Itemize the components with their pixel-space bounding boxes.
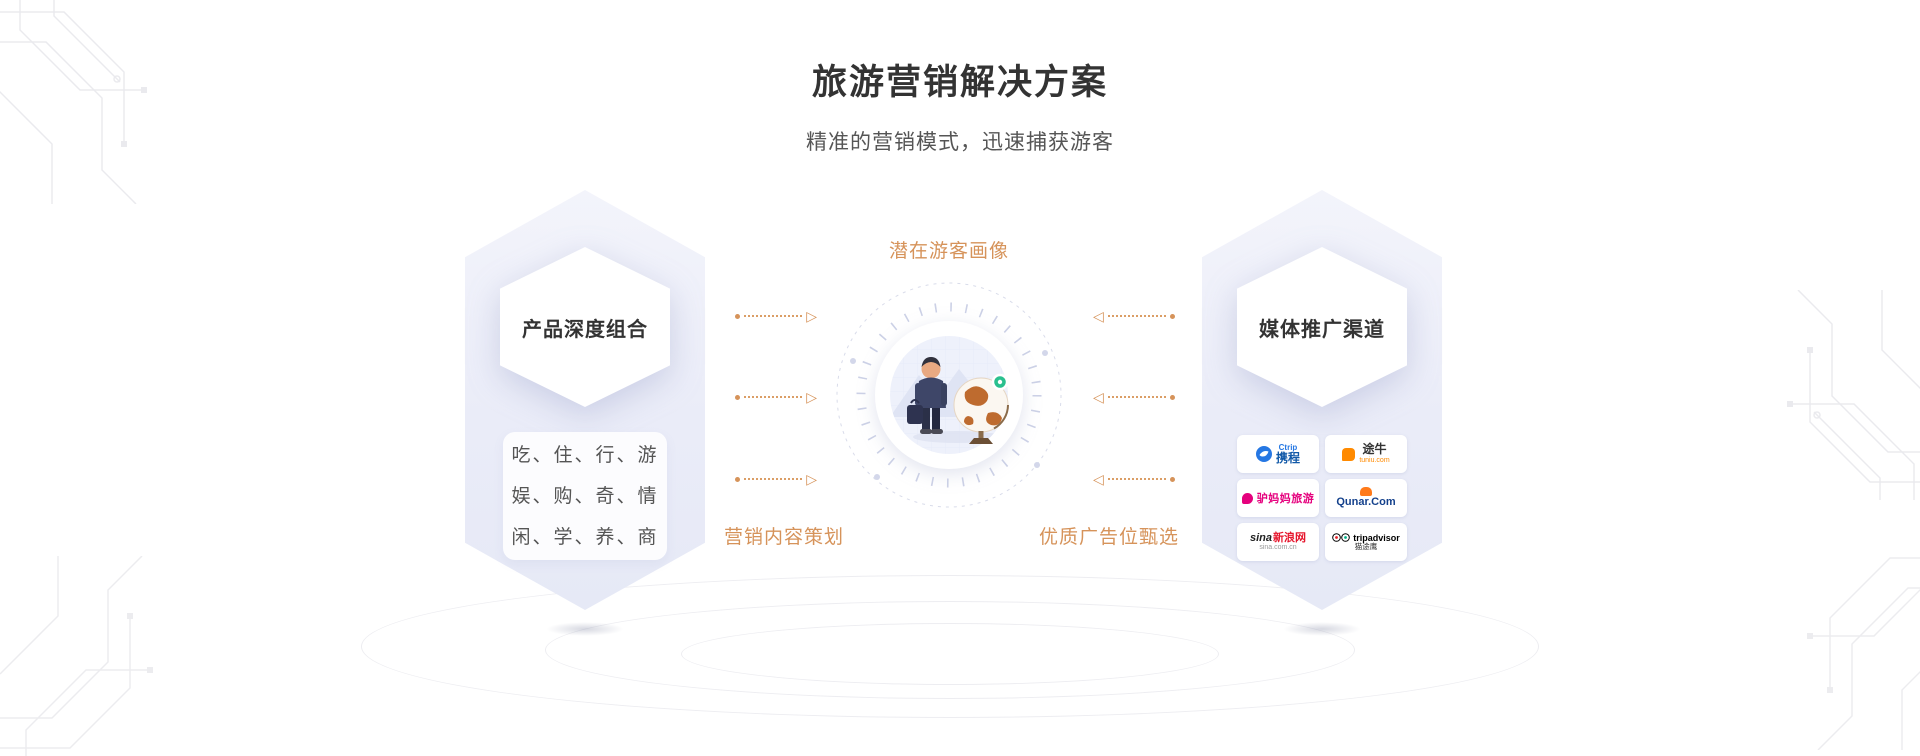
arrow-left-icon: ◁ bbox=[1093, 389, 1104, 405]
qunar-label: Qunar.Com bbox=[1336, 496, 1396, 509]
sina-wordmark: sina 新浪网 bbox=[1250, 532, 1306, 545]
logo-tuniu: 途牛 tuniu.com bbox=[1325, 435, 1407, 473]
arrow-dot bbox=[1170, 313, 1175, 319]
tuniu-text: 途牛 tuniu.com bbox=[1359, 442, 1390, 465]
logo-sina: sina 新浪网 sina.com.cn bbox=[1237, 523, 1319, 561]
globe-graphic bbox=[953, 373, 1009, 444]
tuniu-domain: tuniu.com bbox=[1359, 456, 1390, 464]
circuit-pattern bbox=[0, 0, 147, 204]
product-line: 娱、购、奇、情 bbox=[511, 485, 659, 507]
left-panel-title: 产品深度组合 bbox=[522, 318, 648, 341]
circuit-pattern bbox=[1787, 290, 1920, 500]
page-title: 旅游营销解决方案 bbox=[811, 63, 1108, 102]
arrow-dotted-line bbox=[1107, 478, 1166, 480]
sina-domain: sina.com.cn bbox=[1259, 544, 1297, 552]
right-hexagon-badge: 媒体推广渠道 bbox=[1237, 247, 1407, 407]
sina-text: sina 新浪网 sina.com.cn bbox=[1250, 532, 1306, 553]
tripadvisor-cn: 猫途鹰 bbox=[1354, 541, 1378, 551]
arrow-dot bbox=[1170, 394, 1175, 400]
arrow-left-icon: ◁ bbox=[1093, 471, 1104, 487]
ctrip-dolphin-icon bbox=[1255, 446, 1272, 462]
ground-ripple-inner bbox=[681, 623, 1219, 685]
product-line: 吃、住、行、游 bbox=[511, 444, 659, 466]
diagram-label-bottom-left: 营销内容策划 bbox=[723, 527, 844, 548]
flow-arrow-left-2: ▷ bbox=[735, 388, 817, 406]
page-subtitle: 精准的营销模式，迅速捕获游客 bbox=[806, 131, 1114, 154]
tick-ring bbox=[856, 302, 1042, 488]
flow-arrow-right-3: ◁ bbox=[1093, 470, 1175, 488]
arrow-dotted-line bbox=[1107, 396, 1166, 398]
tripadvisor-owl-icon bbox=[1332, 533, 1351, 542]
logo-qunar: Qunar.Com bbox=[1325, 479, 1407, 517]
left-hexagon-white: 产品深度组合 bbox=[500, 247, 670, 407]
arrow-dotted-line bbox=[744, 396, 803, 398]
arrow-left-icon: ◁ bbox=[1093, 308, 1104, 324]
sina-label: 新浪网 bbox=[1273, 531, 1306, 544]
arrow-dotted-line bbox=[1107, 315, 1166, 317]
tripadvisor-text: tripadvisor 猫途鹰 bbox=[1332, 533, 1400, 552]
diagram-label-bottom-right: 优质广告位甄选 bbox=[1038, 527, 1179, 548]
arrow-dot bbox=[735, 394, 740, 400]
outer-dashed-ring bbox=[836, 282, 1062, 508]
circuit-pattern bbox=[1807, 540, 1920, 750]
ctrip-text: Ctrip 携程 bbox=[1276, 443, 1300, 466]
tripadvisor-label: tripadvisor bbox=[1353, 532, 1400, 543]
lvmama-label: 驴妈妈旅游 bbox=[1256, 493, 1315, 505]
qunar-camel-icon bbox=[1359, 487, 1372, 497]
logo-tripadvisor: tripadvisor 猫途鹰 bbox=[1325, 523, 1407, 561]
arrow-dot bbox=[1170, 476, 1175, 482]
arrow-right-icon: ▷ bbox=[806, 389, 817, 405]
hexagon-shadow bbox=[546, 622, 624, 636]
right-hexagon-white: 媒体推广渠道 bbox=[1237, 247, 1407, 407]
arrow-right-icon: ▷ bbox=[806, 471, 817, 487]
traveler-globe-illustration bbox=[836, 282, 1062, 508]
media-logo-grid: Ctrip 携程 途牛 tuniu.com 驴妈妈旅游 Qunar.Com bbox=[1237, 435, 1407, 561]
flow-arrow-left-1: ▷ bbox=[735, 307, 817, 325]
traveler-figure bbox=[907, 357, 947, 434]
right-panel-title: 媒体推广渠道 bbox=[1259, 318, 1385, 341]
logo-lvmama: 驴妈妈旅游 bbox=[1237, 479, 1319, 517]
product-elements-card: 吃、住、行、游 娱、购、奇、情 闲、学、养、商 bbox=[503, 432, 667, 560]
ctrip-brand: Ctrip bbox=[1278, 442, 1298, 452]
diagram-label-top: 潜在游客画像 bbox=[888, 241, 1009, 262]
left-hexagon-badge: 产品深度组合 bbox=[500, 247, 670, 407]
flow-arrow-left-3: ▷ bbox=[735, 470, 817, 488]
arrow-dotted-line bbox=[744, 478, 803, 480]
hexagon-shadow bbox=[1283, 622, 1361, 636]
arrow-right-icon: ▷ bbox=[806, 308, 817, 324]
ctrip-label: 携程 bbox=[1275, 450, 1300, 465]
tripadvisor-wordmark: tripadvisor bbox=[1332, 533, 1400, 543]
arrow-dotted-line bbox=[744, 315, 803, 317]
tuniu-icon bbox=[1342, 447, 1356, 461]
lvmama-icon bbox=[1241, 492, 1253, 504]
sina-brand: sina bbox=[1249, 531, 1272, 544]
flow-arrow-right-2: ◁ bbox=[1093, 388, 1175, 406]
arrow-dot bbox=[735, 313, 740, 319]
ground-ripple-outer bbox=[361, 575, 1539, 718]
tuniu-label: 途牛 bbox=[1362, 442, 1387, 457]
ground-ripple-middle bbox=[545, 601, 1355, 699]
arrow-dot bbox=[735, 476, 740, 482]
logo-ctrip: Ctrip 携程 bbox=[1237, 435, 1319, 473]
circuit-pattern bbox=[0, 556, 153, 756]
flow-arrow-right-1: ◁ bbox=[1093, 307, 1175, 325]
product-line: 闲、学、养、商 bbox=[511, 526, 659, 548]
qunar-text: Qunar.Com bbox=[1336, 487, 1396, 509]
